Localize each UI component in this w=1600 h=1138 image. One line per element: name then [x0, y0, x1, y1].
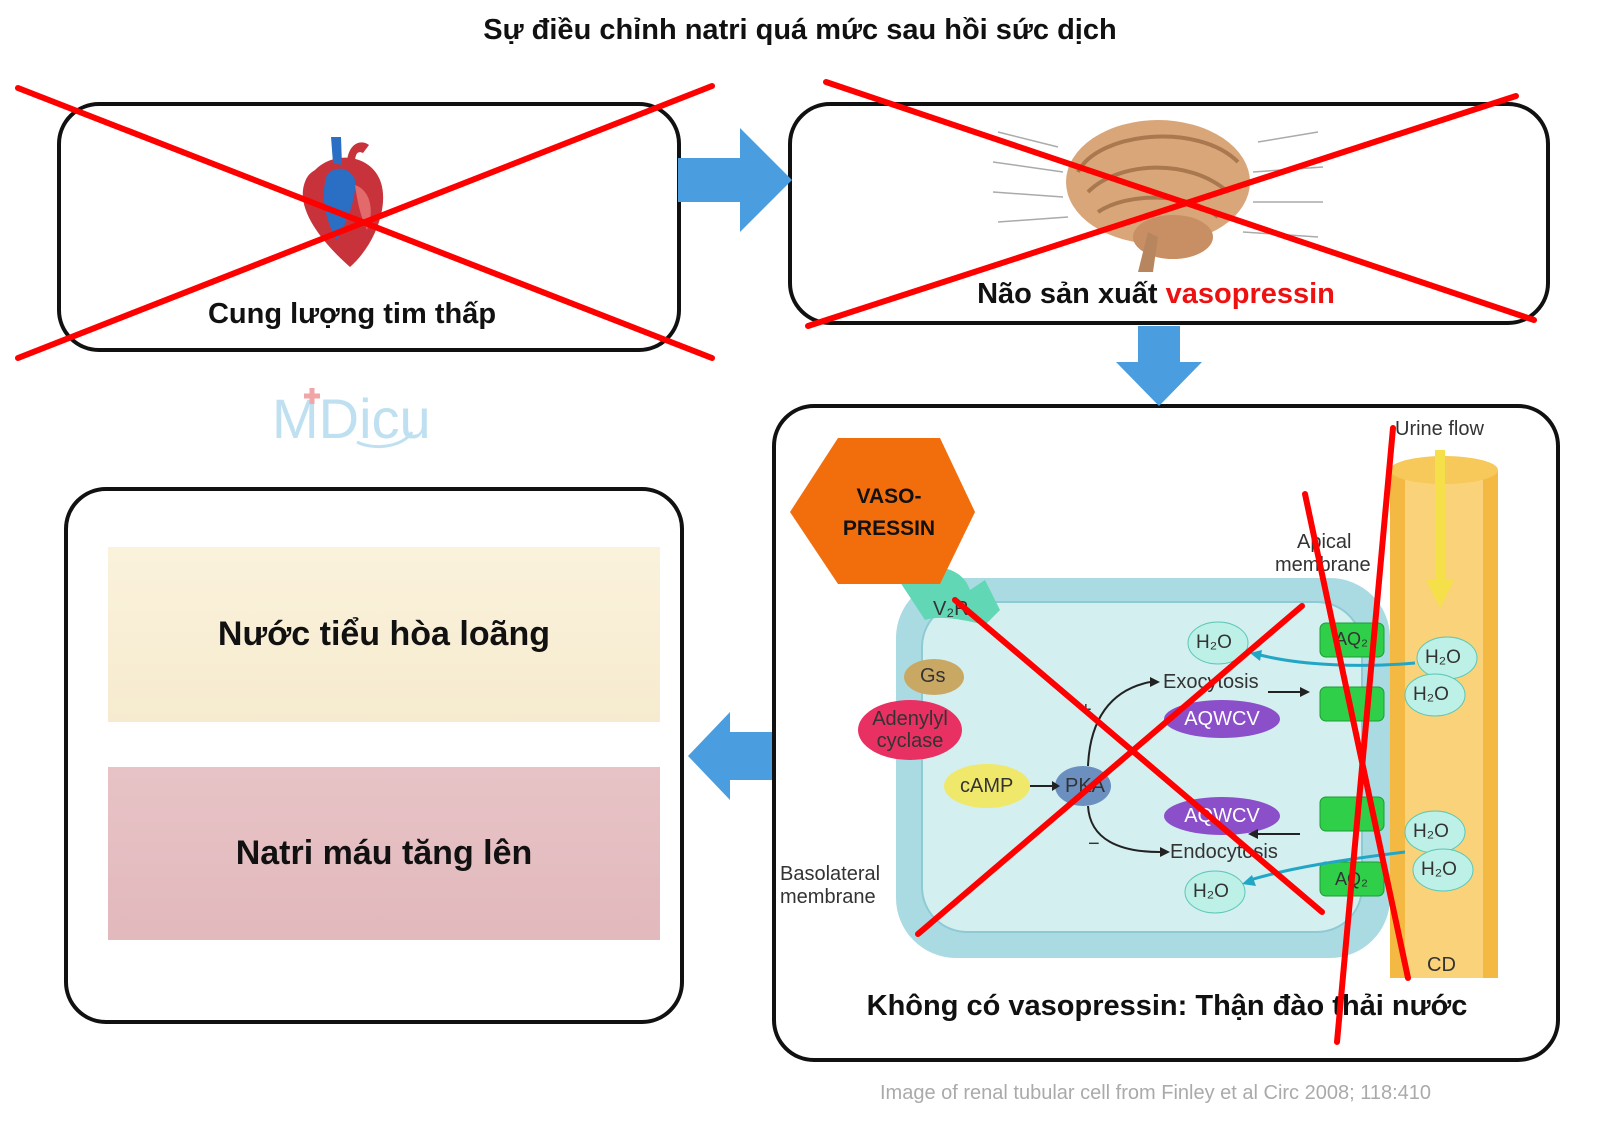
adenylyl-cyclase-line1: Adenylyl — [872, 708, 948, 730]
left-arrow — [688, 712, 772, 800]
gs-label: Gs — [920, 665, 946, 687]
aq2-channel-top: AQ₂ — [1335, 629, 1368, 649]
vasopressin-badge-line2: PRESSIN — [842, 517, 936, 540]
v2-receptor-label: V₂R — [933, 598, 969, 620]
aq2-channel-bottom: AQ₂ — [1335, 869, 1368, 889]
h2o-molecule: H₂O — [1193, 881, 1229, 902]
renal-cell-caption: Không có vasopressin: Thận đào thải nước — [866, 990, 1468, 1022]
minus-sign: − — [1088, 833, 1100, 855]
image-credit: Image of renal tubular cell from Finley … — [880, 1082, 1432, 1104]
right-arrow — [678, 128, 792, 232]
brain-label: Não sản xuất vasopressin — [788, 278, 1524, 311]
basolateral-membrane-line1: Basolateral — [780, 863, 881, 885]
aqwcv-vesicle-top: AQWCV — [1184, 708, 1260, 730]
down-arrow — [1116, 326, 1202, 406]
adenylyl-cyclase-line2: cyclase — [876, 730, 944, 752]
pka-label: PKA — [1065, 775, 1106, 797]
brain-label-prefix: Não sản xuất — [977, 278, 1166, 310]
h2o-molecule: H₂O — [1196, 632, 1232, 653]
apical-membrane-line1: Apical — [1297, 531, 1352, 553]
hypernatremia-panel: Natri máu tăng lên — [108, 767, 660, 940]
camp-label: cAMP — [960, 775, 1014, 797]
logo-text: MDicu — [272, 387, 431, 450]
h2o-molecule: H₂O — [1425, 647, 1461, 668]
aqwcv-vesicle-bottom: AQWCV — [1184, 805, 1260, 827]
vasopressin-badge-line1: VASO- — [856, 485, 922, 508]
urine-flow-label: Urine flow — [1395, 418, 1484, 440]
collecting-duct-label: CD — [1427, 954, 1456, 976]
plus-sign: + — [1080, 699, 1092, 721]
page-title: Sự điều chỉnh natri quá mức sau hồi sức … — [483, 14, 1117, 46]
basolateral-membrane-line2: membrane — [780, 886, 876, 908]
vasopressin-highlight: vasopressin — [1165, 278, 1335, 310]
h2o-molecule: H₂O — [1413, 684, 1449, 705]
mdicu-logo: MDicu — [272, 380, 432, 450]
h2o-molecule: H₂O — [1421, 859, 1457, 880]
endocytosis-label: Endocytosis — [1170, 841, 1278, 863]
dilute-urine-panel: Nước tiểu hòa loãng — [108, 547, 660, 722]
apical-membrane-line2: membrane — [1275, 554, 1371, 576]
dilute-urine-label: Nước tiểu hòa loãng — [217, 615, 551, 653]
hypernatremia-label: Natri máu tăng lên — [235, 834, 533, 872]
cardiac-output-label: Cung lượng tim thấp — [207, 298, 497, 330]
h2o-molecule: H₂O — [1413, 821, 1449, 842]
exocytosis-label: Exocytosis — [1163, 671, 1259, 693]
